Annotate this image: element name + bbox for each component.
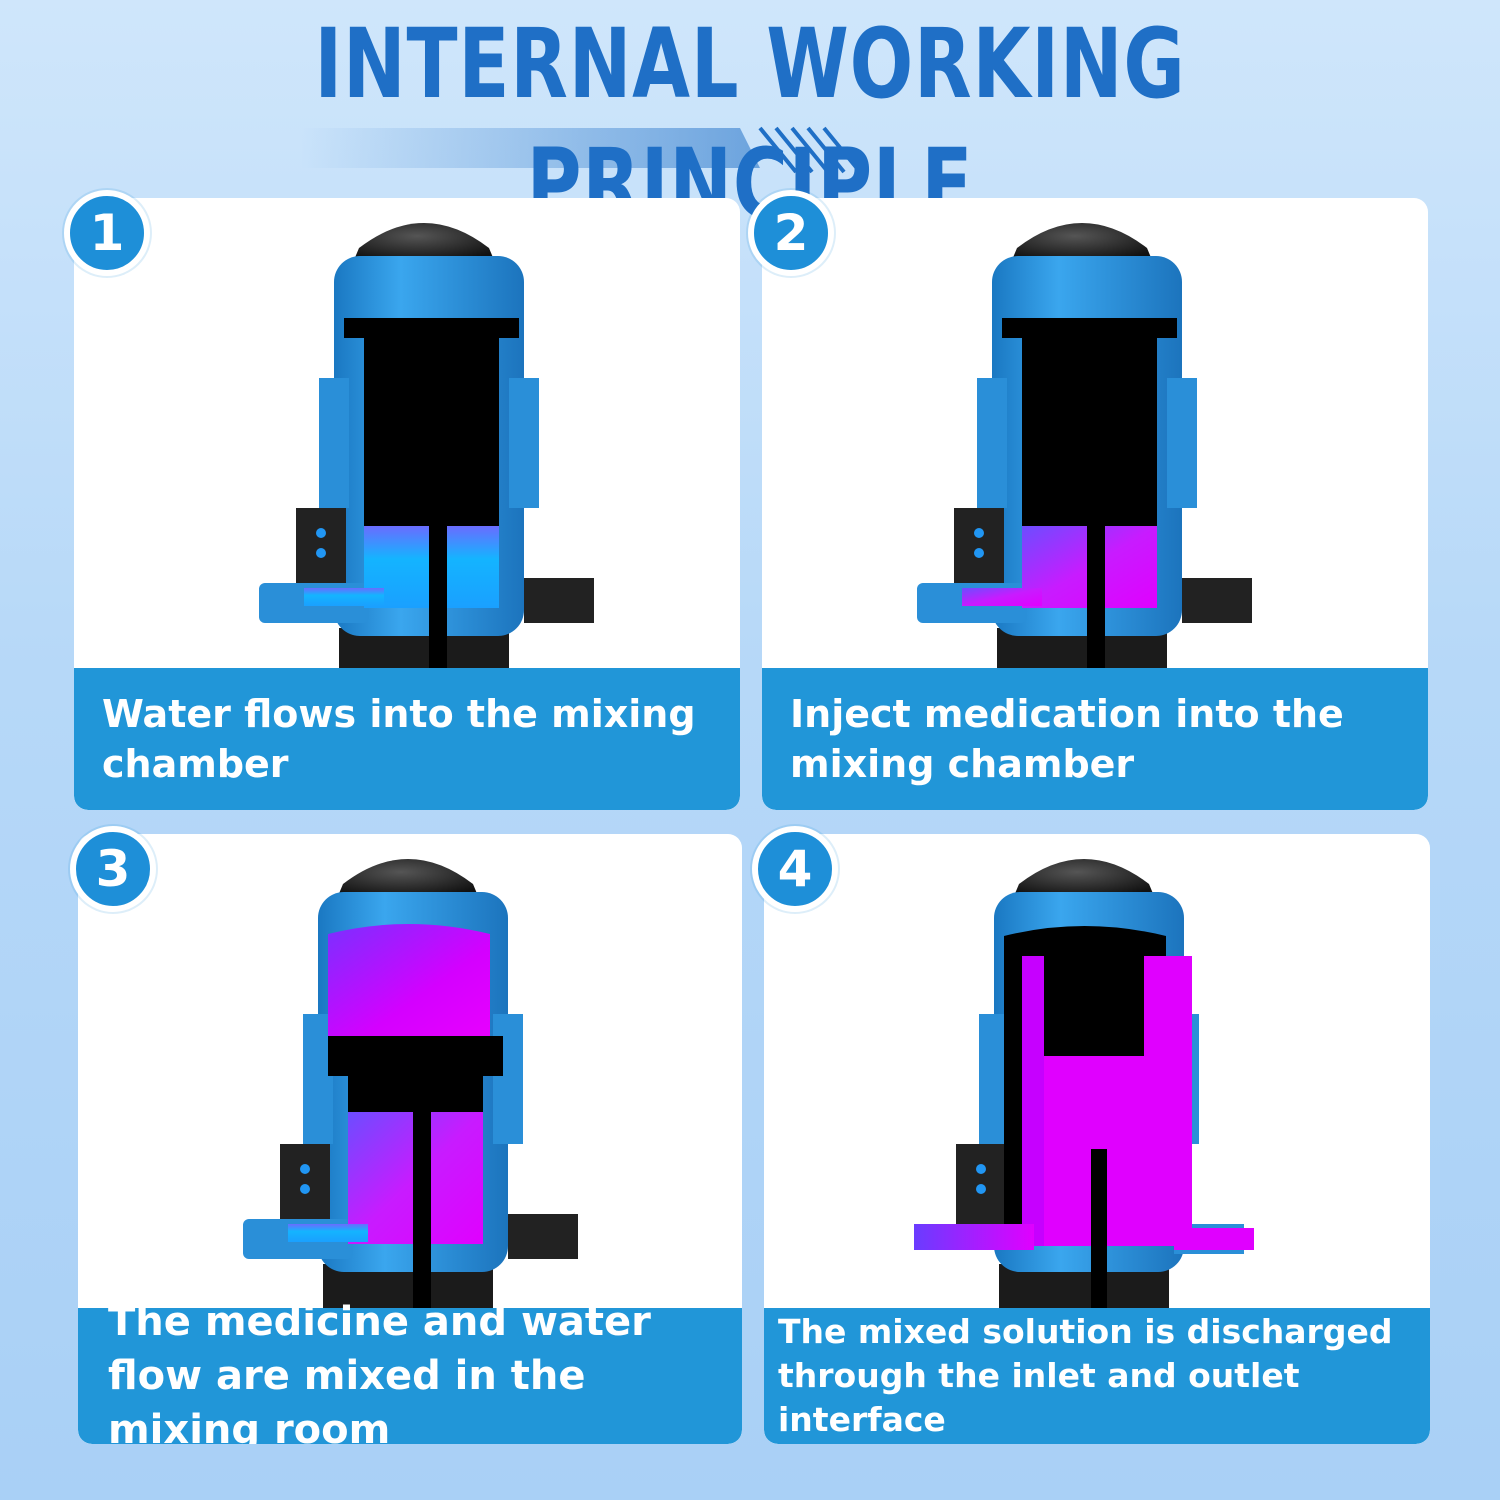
title-decoration-stripes — [758, 126, 862, 174]
device-cutaway-injection-icon — [917, 223, 1252, 678]
device-cutaway-mixing-icon — [243, 859, 578, 1314]
step-badge-1: 1 — [64, 190, 150, 276]
step-badge-2: 2 — [748, 190, 834, 276]
step-card-2: Inject medication into the mixing chambe… — [762, 198, 1428, 810]
step-caption-4: The mixed solution is discharged through… — [764, 1308, 1430, 1444]
step-caption-1: Water flows into the mixing chamber — [74, 668, 740, 810]
step-badge-3: 3 — [70, 826, 156, 912]
device-cutaway-discharge-icon — [914, 859, 1254, 1314]
step-card-3: The medicine and water flow are mixed in… — [78, 834, 742, 1444]
step-caption-2: Inject medication into the mixing chambe… — [762, 668, 1428, 810]
step-card-4: The mixed solution is discharged through… — [764, 834, 1430, 1444]
device-cutaway-water-icon — [259, 223, 594, 678]
title-decoration-bar — [300, 128, 760, 168]
step-badge-4: 4 — [752, 826, 838, 912]
step-caption-3: The medicine and water flow are mixed in… — [78, 1299, 742, 1444]
step-card-1: Water flows into the mixing chamber — [74, 198, 740, 810]
